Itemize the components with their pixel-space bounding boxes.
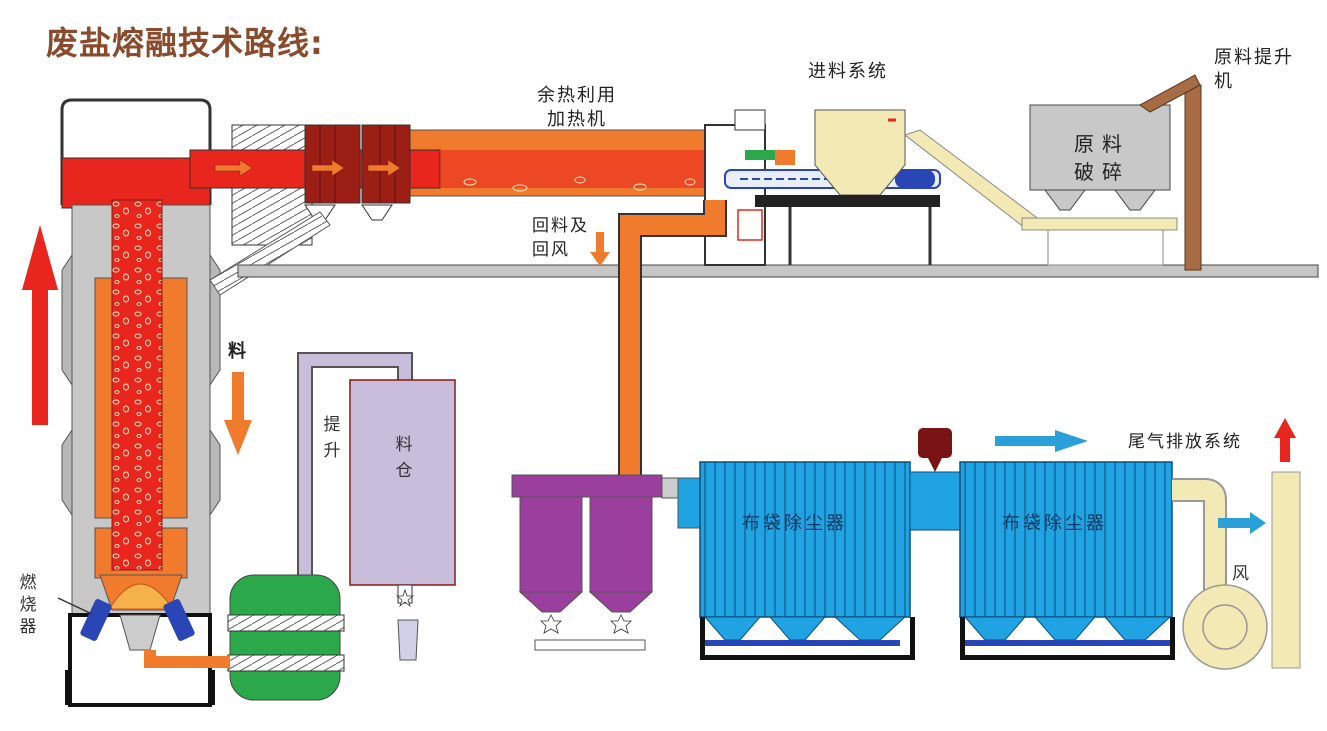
upward-red-arrow-icon xyxy=(22,225,58,425)
connector-duct xyxy=(909,428,963,531)
bag-filter-1 xyxy=(677,461,915,660)
star-valve-icon xyxy=(610,614,632,634)
label-material: 料 xyxy=(228,341,248,362)
burner-leader-line xyxy=(57,597,93,615)
raw-material-lift xyxy=(1139,74,1202,271)
star-valve-icon xyxy=(540,614,562,634)
material-silo xyxy=(349,379,456,661)
feeding-system xyxy=(704,109,1041,266)
exhaust-up-arrow-icon xyxy=(1274,418,1296,462)
return-arrow-icon xyxy=(590,232,610,266)
label-bag-filter-1: 布袋除尘器 xyxy=(742,513,847,534)
label-silo: 料仓 xyxy=(395,435,415,481)
label-fan: 风 xyxy=(1232,564,1251,584)
flow-arrow-icon xyxy=(214,159,253,177)
label-bag-filter-2: 布袋除尘器 xyxy=(1002,513,1107,534)
exhaust-fan xyxy=(1172,471,1301,670)
label-raw-lift: 原料提升机 xyxy=(1214,47,1294,92)
crusher xyxy=(1021,104,1178,266)
flow-arrow-icon xyxy=(311,159,345,177)
airflow-arrow-icon xyxy=(1218,512,1266,534)
flow-arrow-icon xyxy=(367,159,401,177)
label-waste-heat: 余热利用加热机 xyxy=(537,85,617,130)
bag-filter-2 xyxy=(959,461,1175,660)
star-valve-icon xyxy=(395,588,415,608)
label-crusher: 原料破碎 xyxy=(1074,132,1130,184)
burner-left-icon xyxy=(80,599,112,641)
cooler-drum xyxy=(144,574,345,701)
return-duct xyxy=(618,200,727,475)
label-feeding-system: 进料系统 xyxy=(808,61,888,82)
floor-platform xyxy=(237,264,1319,278)
airflow-arrow-icon xyxy=(995,430,1088,452)
cyclone-separator xyxy=(511,474,703,651)
label-lift: 提升 xyxy=(323,415,343,461)
label-exhaust-system: 尾气排放系统 xyxy=(1128,432,1242,452)
label-return-air: 回料及回风 xyxy=(532,216,589,260)
burner-right-icon xyxy=(163,599,195,641)
melting-furnace xyxy=(60,98,221,707)
downward-orange-arrow-icon xyxy=(224,372,252,455)
page-title: 废盐熔融技术路线: xyxy=(46,24,324,62)
label-burner: 燃烧器 xyxy=(19,573,39,637)
bucket-lift xyxy=(297,352,413,580)
